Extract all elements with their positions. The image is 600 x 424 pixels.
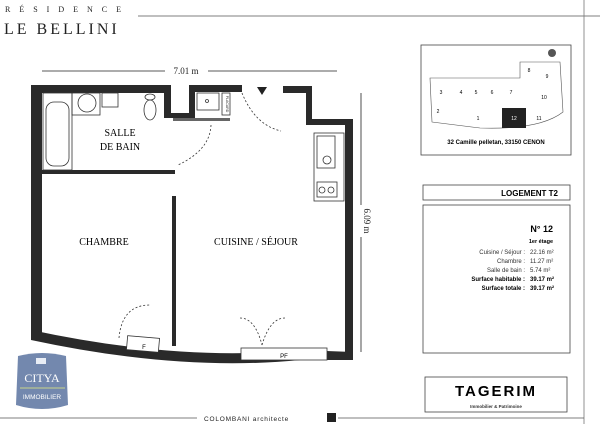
- living-window: PF: [240, 347, 328, 361]
- room-label-bathroom: DE BAIN: [100, 142, 140, 153]
- walls: [31, 85, 353, 364]
- svg-text:2: 2: [437, 109, 440, 115]
- svg-text:8: 8: [528, 68, 531, 74]
- room-label-bedroom: CHAMBRE: [79, 237, 128, 248]
- svg-text:39.17 m²: 39.17 m²: [530, 285, 554, 292]
- svg-text:4: 4: [460, 90, 463, 96]
- tagerim-logo: TAGERIM Immobilier & Patrimoine: [424, 376, 568, 413]
- svg-text:22.16 m²: 22.16 m²: [530, 250, 554, 256]
- svg-text:IMMOBILIER: IMMOBILIER: [23, 394, 62, 401]
- toilet-icon: [143, 99, 157, 121]
- width-dimension: 7.01 m: [42, 66, 337, 76]
- doors: [118, 92, 286, 346]
- svg-text:Surface habitable :: Surface habitable :: [471, 277, 525, 283]
- svg-text:3: 3: [440, 90, 443, 96]
- svg-text:11.27 m²: 11.27 m²: [530, 259, 553, 265]
- room-label-bathroom: SALLE: [104, 128, 135, 139]
- location-map: 1 2 3 4 5 6 7 8 9 10 11 12 32 Camille pe…: [420, 44, 572, 156]
- citya-logo: CITYA IMMOBILIER: [16, 353, 68, 409]
- address: 32 Camille pelletan, 33150 CENON: [447, 140, 544, 146]
- svg-text:Salle de bain :: Salle de bain :: [487, 268, 525, 274]
- unit-number: N° 12: [530, 224, 553, 234]
- kitchen-fixtures: [313, 132, 345, 202]
- compass-icon: [548, 49, 556, 57]
- sink-icon: [71, 92, 101, 116]
- residence-label: RÉSIDENCE: [5, 4, 130, 14]
- svg-text:9: 9: [546, 74, 549, 80]
- height-dimension: 6.09 m: [360, 93, 372, 352]
- svg-text:F: F: [142, 345, 146, 351]
- svg-text:TAGERIM: TAGERIM: [455, 383, 537, 400]
- bedroom-window: F: [126, 335, 160, 353]
- svg-text:6.09 m: 6.09 m: [362, 208, 372, 233]
- architect-credit: COLOMBANI architecte: [204, 416, 289, 423]
- unit-floor: 1er étage: [529, 239, 553, 245]
- svg-text:7.01 m: 7.01 m: [173, 66, 198, 76]
- highlighted-unit: [502, 108, 526, 128]
- svg-text:CITYA: CITYA: [24, 371, 60, 385]
- architect-mark: [327, 413, 336, 422]
- svg-text:12: 12: [511, 116, 517, 122]
- washbasin-icon: [196, 92, 220, 111]
- svg-text:7: 7: [510, 90, 513, 96]
- bathroom-fixtures: [42, 92, 231, 171]
- svg-text:Cuisine / Séjour :: Cuisine / Séjour :: [479, 250, 525, 256]
- unit-title-box: [422, 184, 571, 201]
- bathtub-icon: [42, 92, 73, 171]
- svg-text:Surface totale :: Surface totale :: [482, 286, 525, 292]
- svg-text:Immobilier & Patrimoine: Immobilier & Patrimoine: [470, 404, 522, 409]
- unit-details-box: [422, 204, 571, 354]
- svg-text:11: 11: [536, 116, 541, 122]
- svg-text:PF: PF: [280, 354, 288, 360]
- entrance-arrow-icon: [257, 87, 267, 95]
- svg-text:Chambre :: Chambre :: [497, 259, 525, 265]
- svg-text:10: 10: [541, 95, 547, 101]
- area-list: Cuisine / Séjour : 22.16 m² Chambre : 11…: [471, 250, 554, 292]
- unit-title: LOGEMENT T2: [501, 189, 558, 198]
- svg-text:39.17 m²: 39.17 m²: [530, 276, 554, 283]
- svg-text:5.74 m²: 5.74 m²: [530, 268, 550, 274]
- svg-text:1: 1: [477, 116, 480, 122]
- svg-text:5: 5: [475, 90, 478, 96]
- sink-icon: [316, 135, 336, 169]
- cooktop-icon: [316, 181, 338, 198]
- svg-text:6: 6: [491, 90, 494, 96]
- closet-label: PLACARD: [225, 96, 229, 113]
- residence-name: LE BELLINI: [4, 21, 120, 38]
- column-icon: [36, 358, 46, 364]
- room-label-kitchen-living: CUISINE / SÉJOUR: [214, 236, 298, 248]
- closet: [221, 92, 231, 116]
